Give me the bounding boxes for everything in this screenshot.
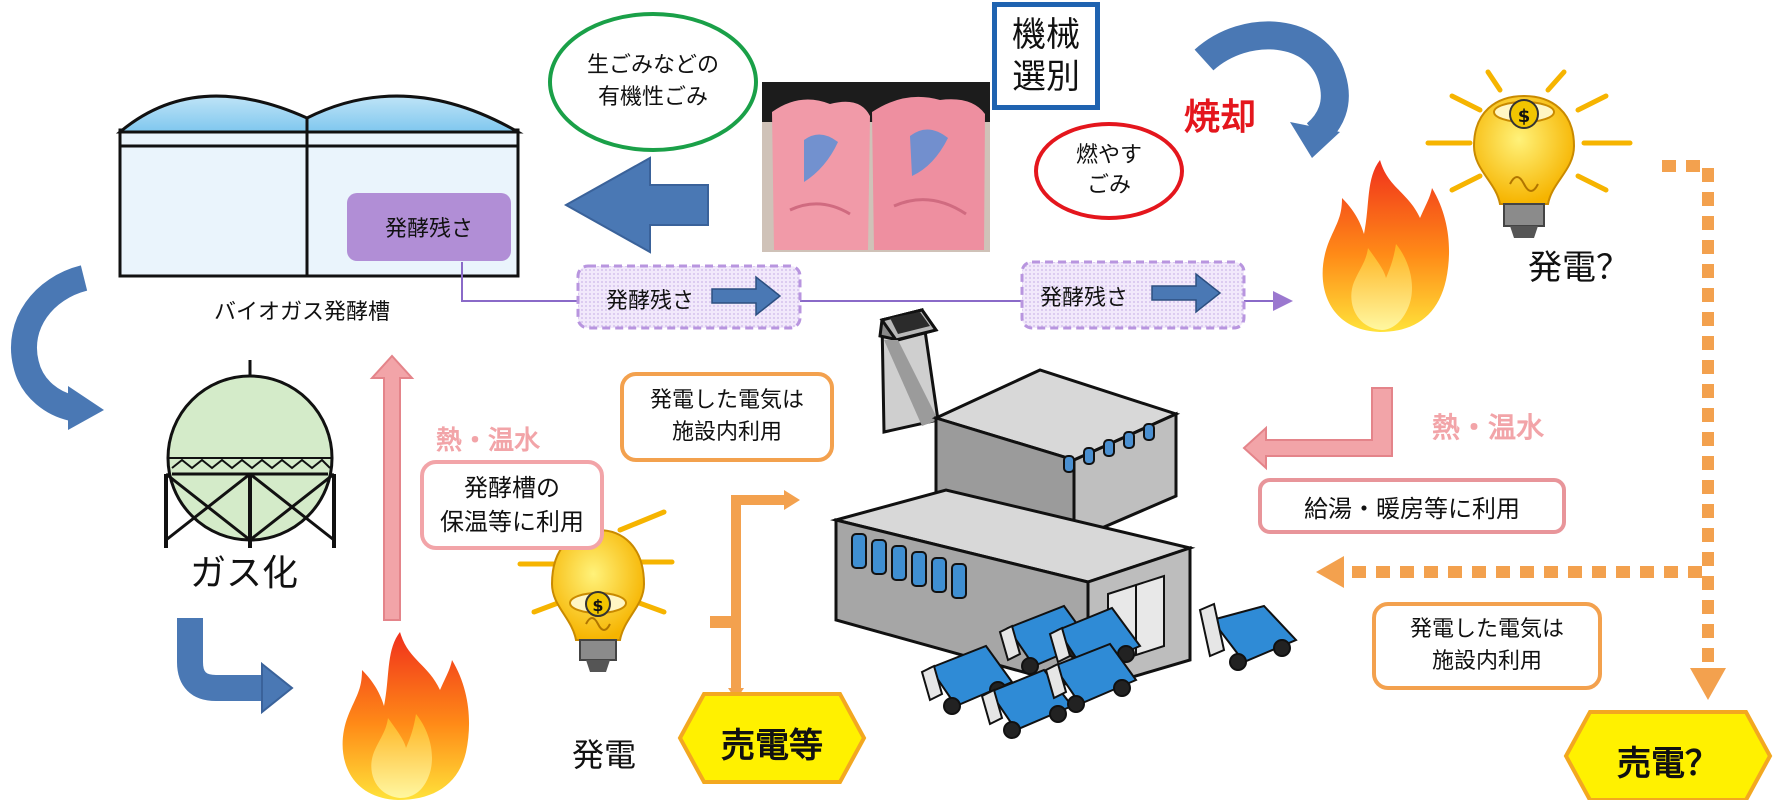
gas-holder bbox=[164, 360, 336, 548]
flame-left-icon bbox=[342, 632, 470, 800]
power-generation-question-label: 発電？ bbox=[1528, 248, 1630, 288]
sorting-to-incineration-curved-arrow-icon bbox=[1194, 21, 1349, 158]
organic-waste-label: 生ごみなどの 有機性ごみ bbox=[586, 53, 719, 110]
garbage-trucks bbox=[920, 602, 1298, 739]
organic-waste-oval: 生ごみなどの 有機性ごみ bbox=[548, 12, 758, 152]
light-bulb-right-icon: $ bbox=[1425, 69, 1633, 238]
digestate-label-tank: 発酵残さ bbox=[384, 217, 473, 242]
facility-use-left-label: 発電した電気は 施設内利用 bbox=[649, 388, 804, 445]
facility-use-dotted-arrow-right-icon bbox=[1316, 556, 1702, 588]
sell-power-question-label: 売電？ bbox=[1617, 744, 1719, 784]
heat-hot-water-right-label: 熱・温水 bbox=[1432, 411, 1545, 444]
facility-use-arrow-left-icon bbox=[710, 490, 800, 700]
small-arrow-right-icon bbox=[711, 275, 782, 317]
digestate-flow-line bbox=[461, 262, 1293, 311]
digestate-box-tank bbox=[347, 193, 511, 261]
power-generation-left-label: 発電 bbox=[572, 736, 637, 774]
digestate-box-middle bbox=[576, 264, 802, 330]
tank-warming-use-box: 発酵槽の 保温等に利用 bbox=[420, 460, 604, 550]
burnable-waste-oval: 燃やす ごみ bbox=[1034, 122, 1184, 220]
gasification-label: ガス化 bbox=[190, 553, 299, 594]
flame-right-icon bbox=[1322, 160, 1450, 332]
sell-power-etc-label: 売電等 bbox=[721, 726, 823, 766]
incineration-label: 焼却 bbox=[1184, 97, 1257, 138]
svg-text:$: $ bbox=[1518, 106, 1531, 127]
mechanical-sorting-box: 機械 選別 bbox=[992, 2, 1100, 110]
tank-warming-use-label: 発酵槽の 保温等に利用 bbox=[440, 474, 584, 536]
burnable-waste-label: 燃やす ごみ bbox=[1075, 143, 1142, 198]
heat-to-factory-arrow-icon bbox=[1242, 387, 1393, 471]
small-arrow-right-icon bbox=[1151, 272, 1222, 314]
sell-power-hexagon-left bbox=[677, 692, 867, 784]
digestate-label-middle: 発酵残さ bbox=[606, 289, 695, 314]
sell-power-hexagon-right bbox=[1563, 710, 1773, 800]
heat-hot-water-left-label: 熱・温水 bbox=[436, 426, 541, 456]
waste-to-tank-arrow-icon bbox=[563, 156, 709, 254]
facility-use-left-box: 発電した電気は 施設内利用 bbox=[620, 372, 834, 462]
svg-text:$: $ bbox=[592, 596, 603, 615]
digestate-label-right: 発酵残さ bbox=[1040, 286, 1129, 311]
hot-water-heating-use-box: 給湯・暖房等に利用 bbox=[1258, 478, 1566, 534]
digestate-box-right bbox=[1020, 260, 1246, 330]
gas-to-flame-arrow-icon bbox=[177, 618, 294, 715]
biogas-tank-label: バイオガス発酵槽 bbox=[214, 300, 391, 325]
heat-to-tank-arrow-icon bbox=[369, 354, 415, 621]
mechanical-sorting-label: 機械 選別 bbox=[1012, 15, 1080, 97]
hot-water-heating-use-label: 給湯・暖房等に利用 bbox=[1304, 494, 1520, 523]
sell-power-dotted-arrow-icon bbox=[1662, 160, 1726, 700]
facility-use-right-label: 発電した電気は 施設内利用 bbox=[1409, 617, 1564, 674]
garbage-bags-photo bbox=[762, 82, 990, 252]
facility-use-right-box: 発電した電気は 施設内利用 bbox=[1372, 602, 1602, 690]
tank-to-gas-curved-arrow-icon bbox=[11, 265, 104, 430]
